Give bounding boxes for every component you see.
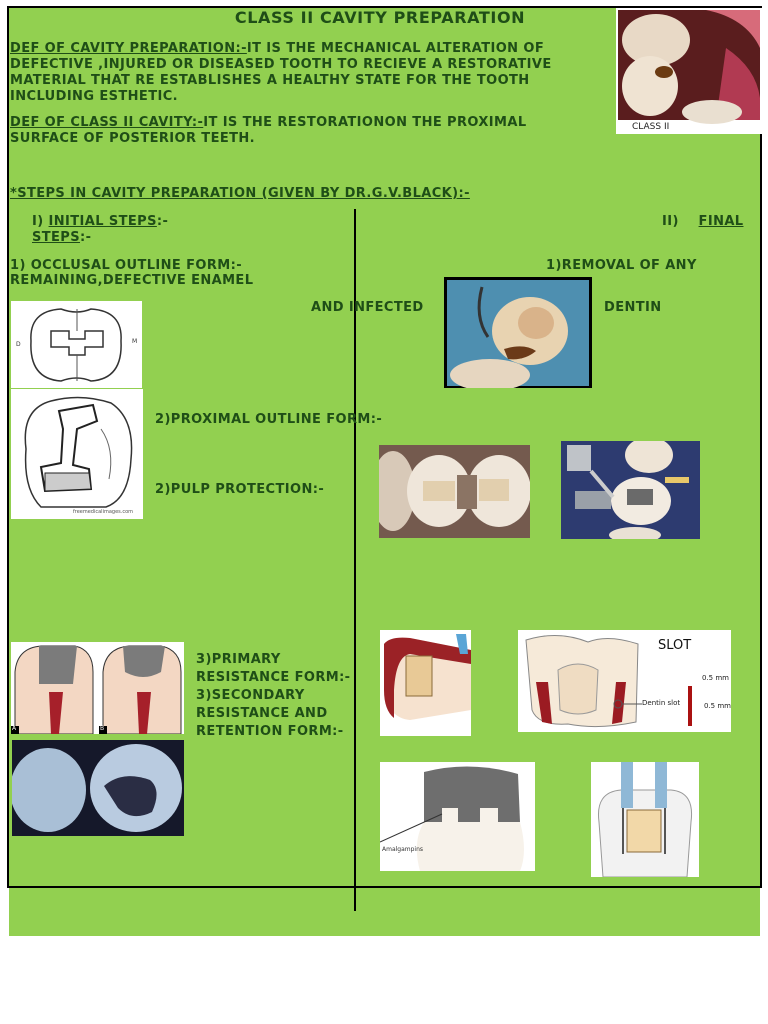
pulp-protection-item: 2)PULP PROTECTION:- xyxy=(155,482,325,497)
resistance-form-diagram: A B xyxy=(11,642,184,734)
initial-num: I) xyxy=(32,214,44,229)
occlusal-m-label: M xyxy=(132,338,138,345)
dentin-slot-label: Dentin slot xyxy=(642,699,681,707)
primary-resistance-form: RESISTANCE FORM:- xyxy=(196,670,351,685)
cross-section-diagram xyxy=(380,630,471,736)
dentin-text: DENTIN xyxy=(604,300,662,315)
slot-title: SLOT xyxy=(658,638,692,653)
secondary-resistance: RESISTANCE AND xyxy=(196,706,328,721)
occlusal-outline-item: 1) OCCLUSAL OUTLINE FORM:- xyxy=(10,258,243,273)
steps-label-2: STEPS xyxy=(32,230,81,245)
retention-form: RETENTION FORM:- xyxy=(196,724,344,739)
amalgam-pins-diagram: Amalgampins xyxy=(380,762,535,871)
initial-suffix: :- xyxy=(156,214,169,229)
prepared-teeth-photo xyxy=(379,445,530,538)
steps-suffix-2: :- xyxy=(80,230,92,245)
matrix-band-photo xyxy=(561,441,700,539)
resistance-b-label: B xyxy=(100,725,105,732)
steps-continuation: STEPS:- xyxy=(32,230,91,246)
primary-label: 3)PRIMARY xyxy=(196,652,281,667)
proximal-outline-item: 2)PROXIMAL OUTLINE FORM:- xyxy=(155,412,383,427)
occlusal-d-label: D xyxy=(16,341,21,348)
remaining-defective-enamel: REMAINING,DEFECTIVE ENAMEL xyxy=(10,273,254,288)
and-infected-text: AND INFECTED xyxy=(311,300,424,315)
def-class2-text: IT IS THE RESTORATIONON THE PROXIMAL SUR… xyxy=(10,115,527,146)
initial-label: INITIAL STEPS xyxy=(48,214,157,229)
photo-caption: CLASS II xyxy=(632,122,670,132)
page-title: CLASS II CAVITY PREPARATION xyxy=(234,8,526,27)
def-class2-paragraph: DEF OF CLASS II CAVITY:-IT IS THE RESTOR… xyxy=(10,115,590,147)
def-cavity-paragraph: DEF OF CAVITY PREPARATION:-IT IS THE MEC… xyxy=(10,41,610,105)
removal-item: 1)REMOVAL OF ANY xyxy=(546,258,697,273)
slot-diagram: SLOT Dentin slot 0.5 mm 0.5 mm xyxy=(518,630,731,732)
proximal-outline-diagram: freemedicalimages.com xyxy=(11,389,143,519)
slot-dim-1: 0.5 mm xyxy=(702,674,729,682)
def-cavity-label: DEF OF CAVITY PREPARATION:- xyxy=(10,41,247,56)
final-label: FINAL xyxy=(698,214,744,229)
slide-panel-extension xyxy=(9,888,760,936)
initial-steps-heading: I) INITIAL STEPS:- xyxy=(32,214,168,230)
amalgam-pins-label: Amalgampins xyxy=(382,846,424,853)
steps-heading: *STEPS IN CAVITY PREPARATION (GIVEN BY D… xyxy=(10,186,470,201)
final-num: II) xyxy=(662,214,679,229)
def-class2-label: DEF OF CLASS II CAVITY:- xyxy=(10,115,204,130)
infected-dentin-photo xyxy=(444,277,592,388)
def-cavity-text: IT IS THE MECHANICAL ALTERATION OF DEFEC… xyxy=(10,41,552,104)
prepared-tooth-model-photo xyxy=(12,740,184,836)
secondary-label: 3)SECONDARY xyxy=(196,688,305,703)
diagram-watermark: freemedicalimages.com xyxy=(73,509,134,515)
slot-dim-2: 0.5 mm xyxy=(704,702,731,710)
class-ii-photo: CLASS II xyxy=(616,8,762,134)
occlusal-outline-diagram: D M xyxy=(11,301,142,388)
resistance-a-label: A xyxy=(12,725,17,732)
final-steps-heading: II) FINAL xyxy=(662,214,744,230)
column-divider xyxy=(354,209,356,911)
matrix-placement-diagram xyxy=(591,762,699,877)
